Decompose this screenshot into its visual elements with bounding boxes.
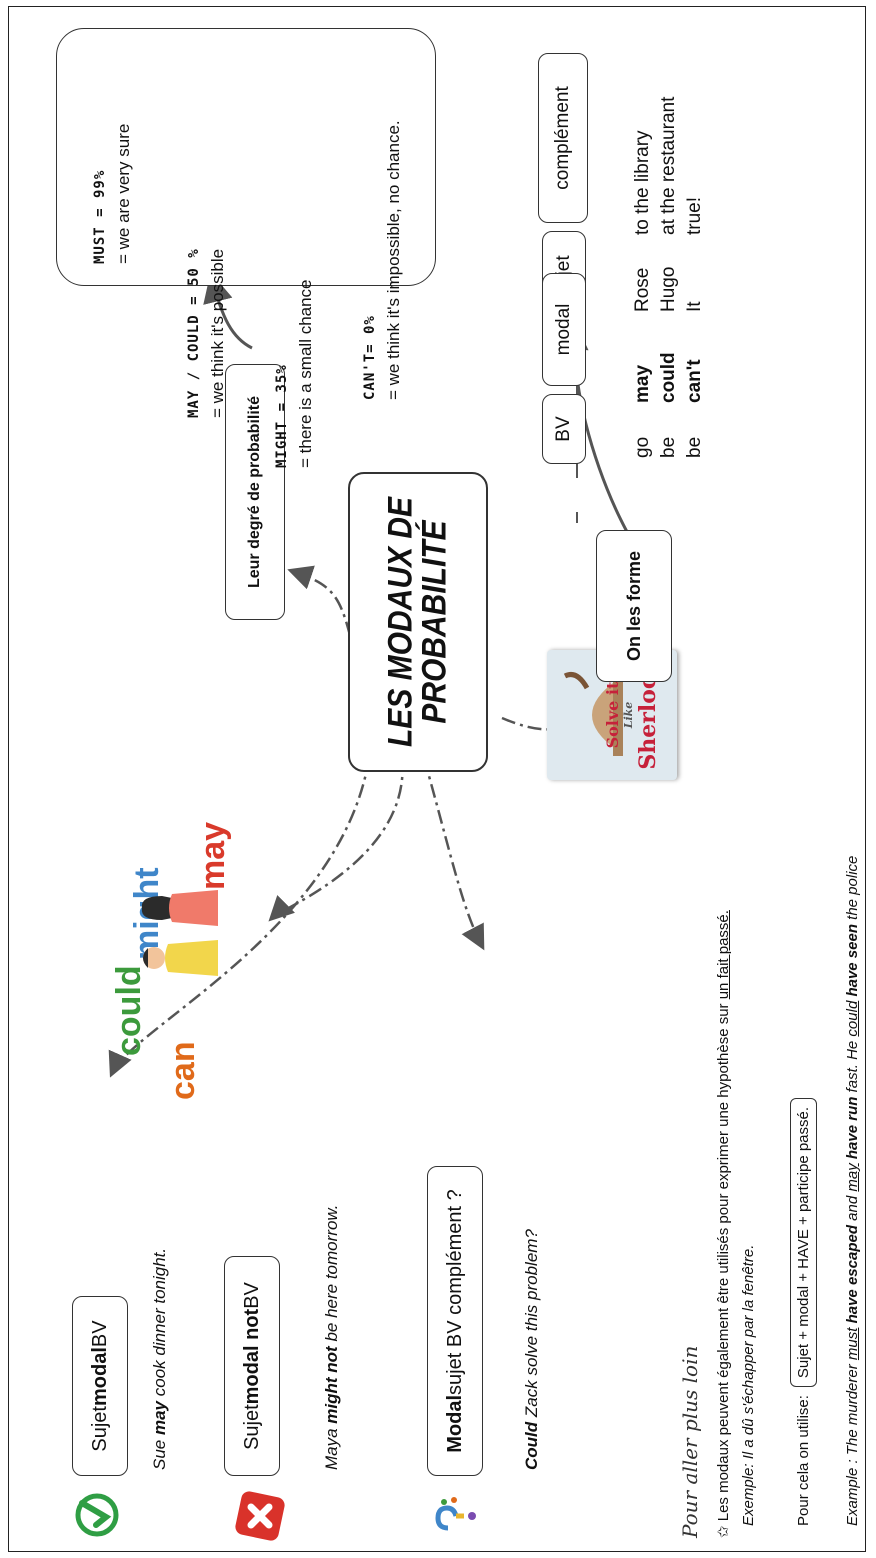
further-bullet: ✩ Les modaux peuvent également être util…	[715, 910, 732, 1538]
question-icon	[435, 1497, 476, 1531]
table-header-complement: complément	[538, 53, 588, 223]
probability-item-must: MUST = 99% = we are very sure	[92, 123, 133, 264]
link-question	[422, 757, 485, 951]
word-can: can	[164, 1041, 202, 1100]
affirmative-structure-box: Sujet modal BV	[72, 1296, 128, 1476]
link-probability-to-box	[203, 272, 253, 350]
probability-item-cant: CAN'T= 0% = we think it's impossible, no…	[362, 120, 403, 400]
affirmative-example: Sue may cook dinner tonight.	[150, 1247, 169, 1470]
people-icon	[141, 890, 218, 976]
table-col-complement: to the library at the restaurant true!	[632, 96, 705, 235]
probability-item-may-could: MAY / COULD = 50 % = we think it's possi…	[186, 248, 227, 418]
further-example-fr: Exemple: Il a dû s'échapper par la fenêt…	[740, 1244, 757, 1526]
cross-icon	[235, 1491, 285, 1541]
central-title-line2: PROBABILITÉ	[415, 520, 454, 724]
further-rule: Pour cela on utilise: Sujet + modal + HA…	[790, 1097, 817, 1526]
sherlock-image: Solve it Like Sherlock	[547, 650, 677, 780]
label-bv: BV	[88, 1320, 111, 1348]
negative-example: Maya might not be here tomorrow.	[322, 1204, 341, 1470]
table-header-modal: modal	[542, 273, 586, 386]
question-example: Could Zack solve this problem?	[522, 1229, 541, 1470]
formation-header-box: On les forme	[596, 530, 672, 682]
further-title: Pour aller plus loin	[678, 1345, 702, 1538]
rule-box: Sujet + modal + HAVE + participe passé.	[790, 1097, 817, 1388]
mind-map-canvas: Sujet modal BV Sue may cook dinner tonig…	[12, 10, 868, 1548]
check-icon	[75, 1493, 119, 1537]
table-col-subjects: Rose Hugo It	[632, 266, 705, 312]
page-frame	[8, 6, 866, 1552]
further-example-en: Example : The murderer must have escaped…	[844, 855, 861, 1526]
link-negative	[268, 757, 404, 922]
negative-structure-box: Sujet modal not BV	[224, 1256, 280, 1476]
label-subject: Sujet	[88, 1406, 111, 1452]
question-structure-box: Modal sujet BV complément ?	[427, 1166, 483, 1476]
central-topic-box: LES MODAUX DE PROBABILITÉ	[348, 472, 488, 772]
table-col-modals: may could can't	[632, 352, 705, 403]
label-modal: modal	[88, 1347, 111, 1406]
table-header-bv: BV	[542, 394, 586, 464]
table-col-bv: go be be	[632, 436, 705, 458]
link-affirmative	[108, 757, 371, 1078]
probability-item-might: MIGHT = 35% = there is a small chance	[274, 279, 315, 468]
